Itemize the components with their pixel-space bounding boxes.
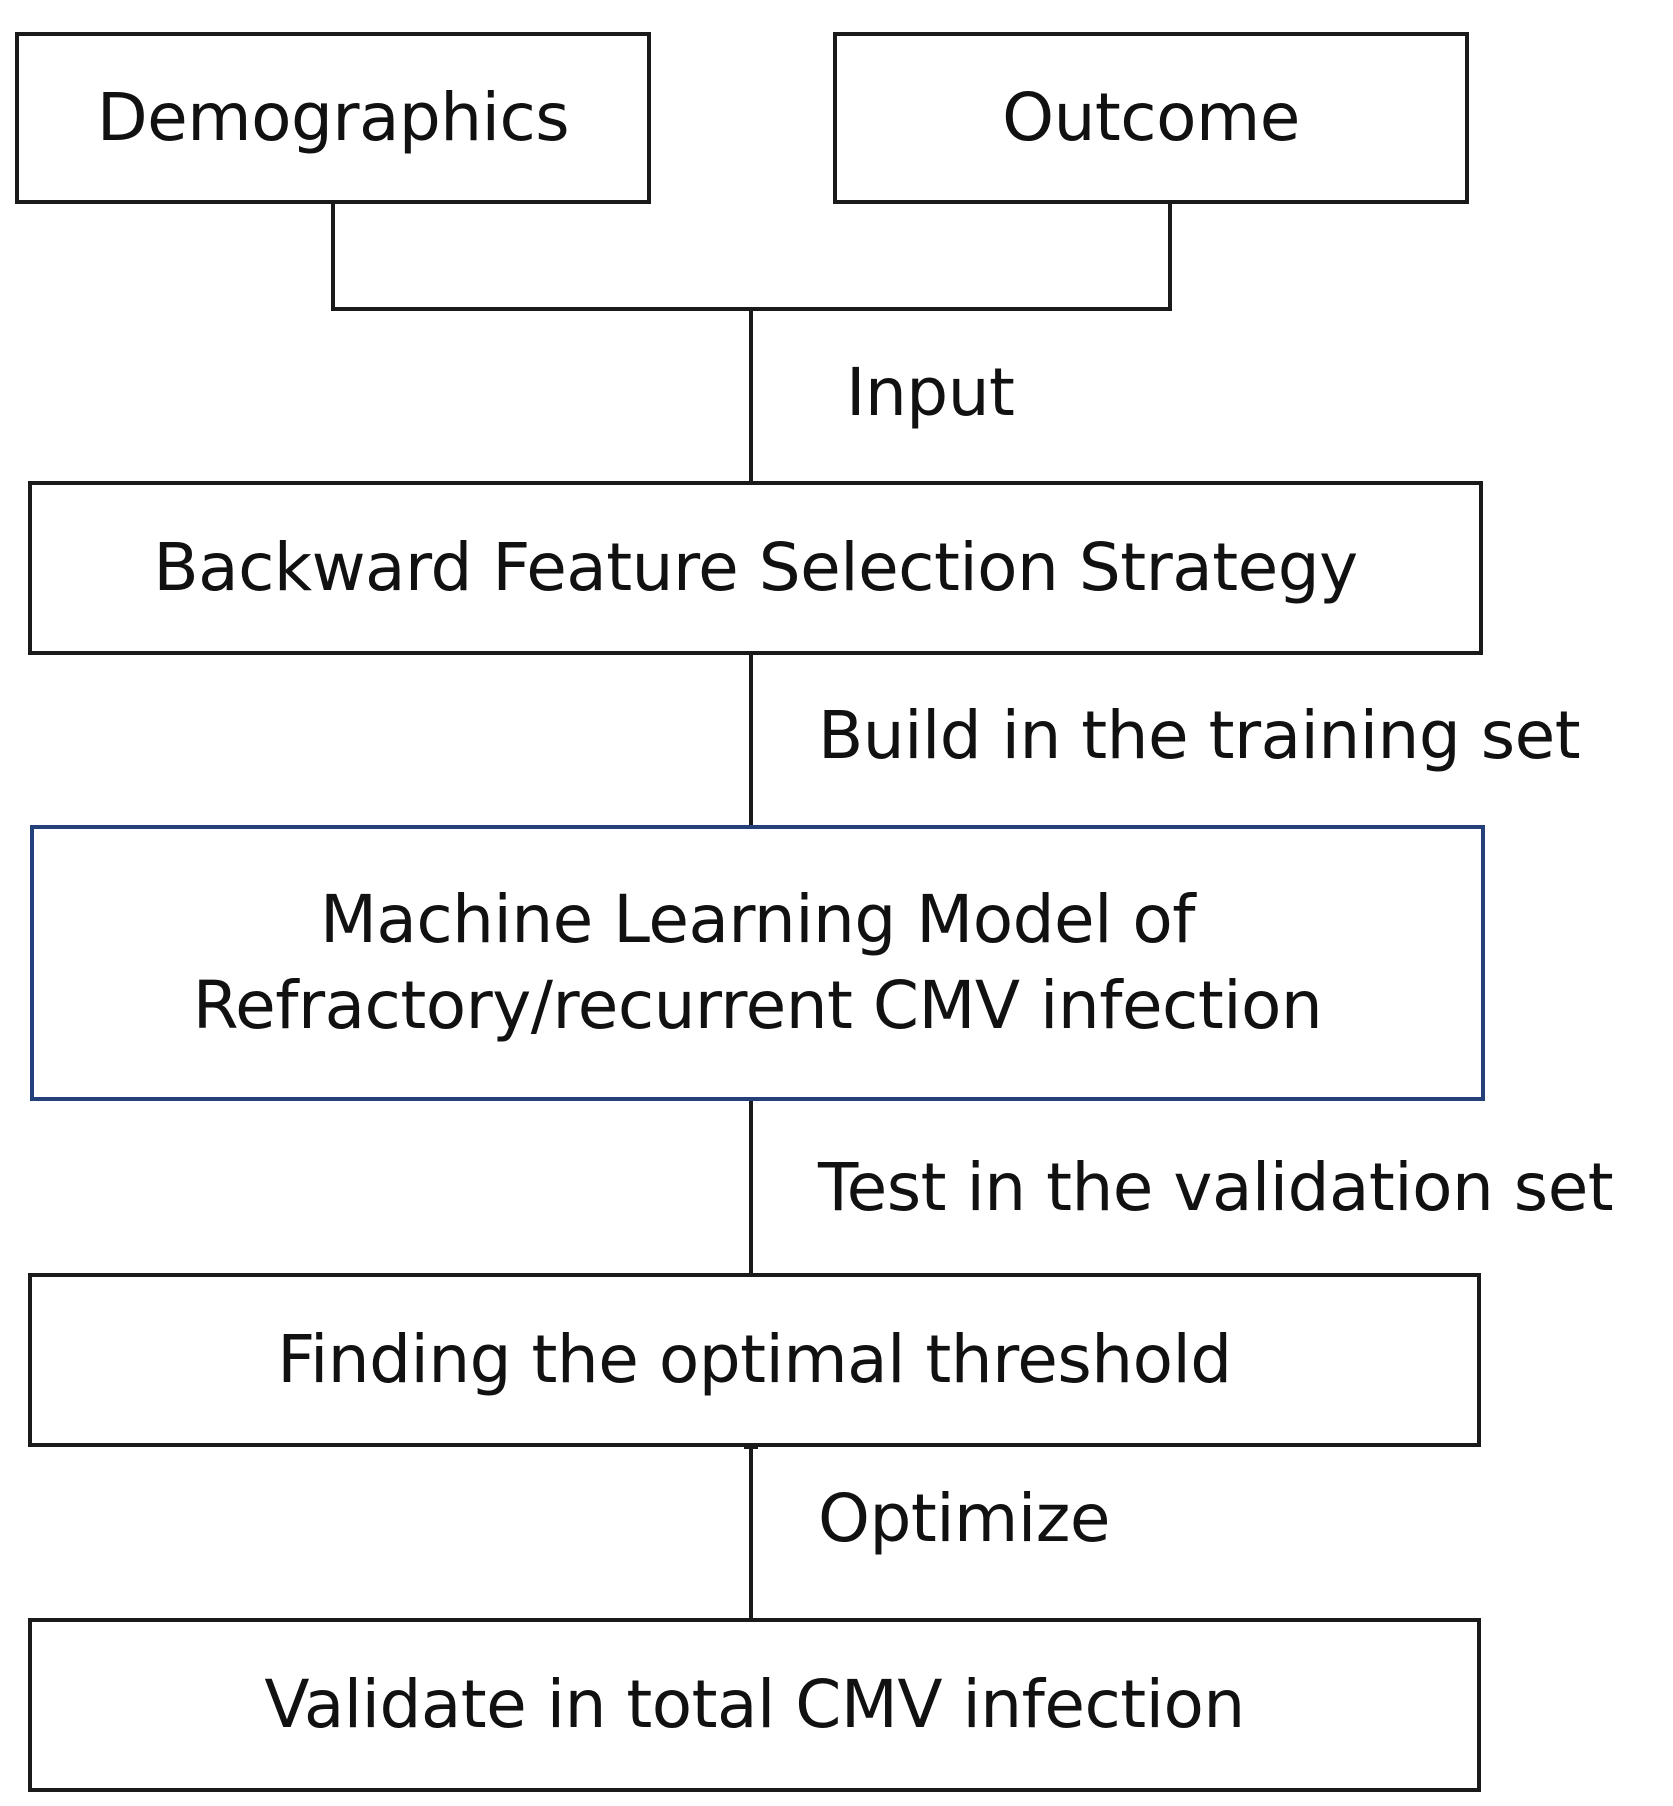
- ml-model-line-2: Refractory/recurrent CMV infection: [192, 967, 1323, 1044]
- ml-model-box: Machine Learning Model of Refractory/rec…: [30, 825, 1485, 1101]
- validate-label: Validate in total CMV infection: [264, 1666, 1245, 1744]
- ml-model-line-1: Machine Learning Model of: [319, 881, 1196, 959]
- feature-selection-label: Backward Feature Selection Strategy: [153, 529, 1358, 607]
- edge-label-optimize: Optimize: [818, 1480, 1110, 1557]
- threshold-label: Finding the optimal threshold: [277, 1321, 1232, 1399]
- edge-label-build: Build in the training set: [818, 697, 1581, 774]
- threshold-box: Finding the optimal threshold: [28, 1273, 1481, 1447]
- outcome-label: Outcome: [1002, 79, 1300, 157]
- edge-label-input: Input: [846, 354, 1015, 431]
- demographics-box: Demographics: [15, 32, 651, 204]
- edge-label-test: Test in the validation set: [818, 1149, 1614, 1226]
- demographics-label: Demographics: [96, 79, 570, 157]
- outcome-box: Outcome: [833, 32, 1469, 204]
- ml-model-text: Machine Learning Model of Refractory/rec…: [193, 877, 1323, 1049]
- feature-selection-box: Backward Feature Selection Strategy: [28, 481, 1483, 655]
- validate-box: Validate in total CMV infection: [28, 1618, 1481, 1792]
- merge-connector: [331, 204, 1172, 311]
